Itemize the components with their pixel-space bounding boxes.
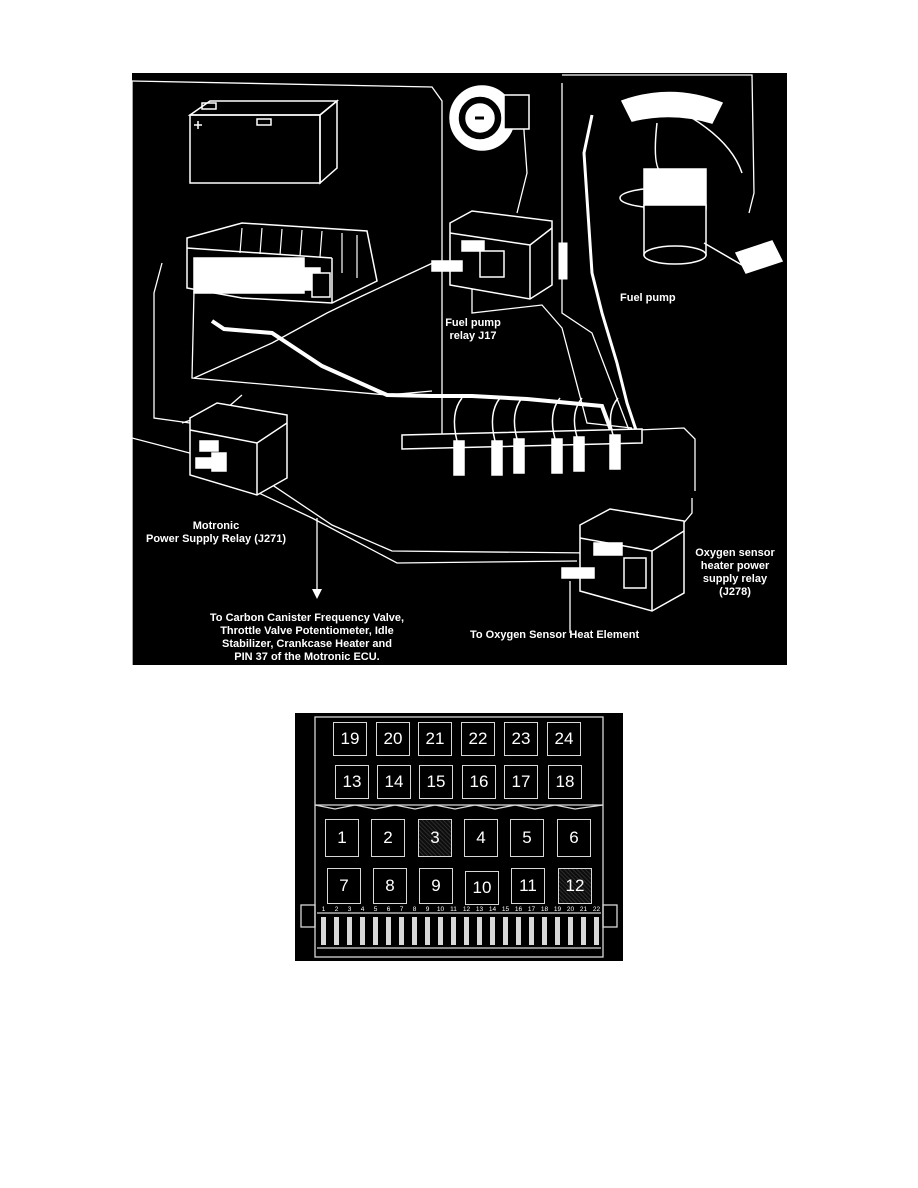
wire-j278-right [681,498,693,526]
pin-number-6: 6 [386,906,391,913]
label-fuel-pump-relay: Fuel pump relay J17 [428,317,518,343]
relay-j278-icon [561,508,685,612]
label-power-supply-relay: Motronic Power Supply Relay (J271) [136,520,296,546]
pin-number-11: 11 [450,906,457,913]
pin-contacts [321,917,599,945]
relay-slot-1: 1 [325,819,359,857]
relay-panel: 19 20 21 22 23 24 13 14 15 16 17 18 1 2 … [295,713,623,961]
wire-j17-pump [471,278,633,429]
relay-slot-20: 20 [376,722,410,756]
arrow-down-icon [312,589,322,599]
label-oxygen-heat-element: To Oxygen Sensor Heat Element [470,629,640,641]
relay-slot-14: 14 [377,765,411,799]
pin-number-4: 4 [360,906,365,913]
label-carbon-canister: To Carbon Canister Frequency Valve, Thro… [192,612,422,664]
ecu-fins [239,227,358,278]
pin-number-3: 3 [347,906,352,913]
relay-slot-24: 24 [547,722,581,756]
wire-j17-ecu [193,260,438,379]
label-oxygen-relay-line-4: (J278) [719,586,751,598]
relay-slot-2: 2 [371,819,405,857]
relay-slot-3: 3 [418,819,452,857]
relay-slot-7: 7 [327,868,361,904]
pin-number-22: 22 [592,906,601,913]
pin-number-17: 17 [527,906,536,913]
fuel-rail-icon [401,397,643,476]
ignition-switch-icon [449,85,530,151]
label-fuel-pump-relay-line-2: relay J17 [449,330,497,342]
label-fuel-pump-relay-line-1: Fuel pump [445,317,501,329]
relay-slot-9: 9 [419,868,453,904]
pin-number-1: 1 [321,906,326,913]
relay-slot-13: 13 [335,765,369,799]
pin-number-8: 8 [412,906,417,913]
relay-slot-19: 19 [333,722,367,756]
label-oxygen-relay: Oxygen sensor heater power supply relay … [685,547,785,599]
wire-j271-j278 [226,477,578,564]
wiring-diagram: Fuel pump Fuel pump relay J17 Motronic P… [132,73,787,665]
label-power-supply-relay-line-1: Motronic [192,520,240,532]
relay-slot-10: 10 [465,871,499,905]
label-fuel-pump: Fuel pump [620,292,676,304]
battery-icon [187,99,340,185]
wire-right-frame [562,74,755,214]
label-oxygen-relay-line-1: Oxygen sensor [695,547,775,559]
relay-slot-15: 15 [419,765,453,799]
pin-number-16: 16 [514,906,523,913]
pin-number-18: 18 [540,906,549,913]
fuel-pump-icon [619,91,784,274]
label-carbon-canister-line-4: PIN 37 of the Motronic ECU. [234,651,380,663]
wiring-drawing [132,74,784,665]
pin-number-14: 14 [488,906,497,913]
relay-j17-icon [431,210,553,300]
label-oxygen-relay-line-3: supply relay [702,573,768,585]
relay-panel-frame [300,716,618,958]
relay-slot-16: 16 [462,765,496,799]
pin-number-12: 12 [462,906,471,913]
pin-number-9: 9 [425,906,430,913]
label-carbon-canister-line-2: Throttle Valve Potentiometer, Idle [220,625,394,637]
relay-slot-12: 12 [558,868,592,904]
wire-ecu-relay-j271 [153,262,191,424]
relay-slot-18: 18 [548,765,582,799]
relay-slot-22: 22 [461,722,495,756]
relay-slot-23: 23 [504,722,538,756]
pin-number-15: 15 [501,906,510,913]
pin-number-2: 2 [334,906,339,913]
pin-number-10: 10 [436,906,445,913]
label-oxygen-relay-line-2: heater power [700,560,770,572]
main-harness [210,319,614,434]
relay-slot-4: 4 [464,819,498,857]
relay-slot-21: 21 [418,722,452,756]
label-carbon-canister-line-3: Stabilizer, Crankcase Heater and [222,638,392,650]
relay-slot-8: 8 [373,868,407,904]
pin-number-7: 7 [399,906,404,913]
wire-fuse-line [561,83,633,439]
ecu-icon [186,222,378,304]
pin-number-5: 5 [373,906,378,913]
pin-number-21: 21 [579,906,588,913]
label-carbon-canister-line-1: To Carbon Canister Frequency Valve, [209,612,405,624]
relay-j271-icon [189,402,288,496]
label-power-supply-relay-line-2: Power Supply Relay (J271) [146,533,286,545]
relay-slot-5: 5 [510,819,544,857]
fuel-line [582,114,639,434]
wire-ecu-down [191,290,433,396]
relay-slot-17: 17 [504,765,538,799]
pin-number-19: 19 [553,906,562,913]
inline-fuse-icon [558,242,568,280]
relay-slot-11: 11 [511,868,545,904]
pin-number-13: 13 [475,906,484,913]
relay-slot-6: 6 [557,819,591,857]
pin-number-20: 20 [566,906,575,913]
